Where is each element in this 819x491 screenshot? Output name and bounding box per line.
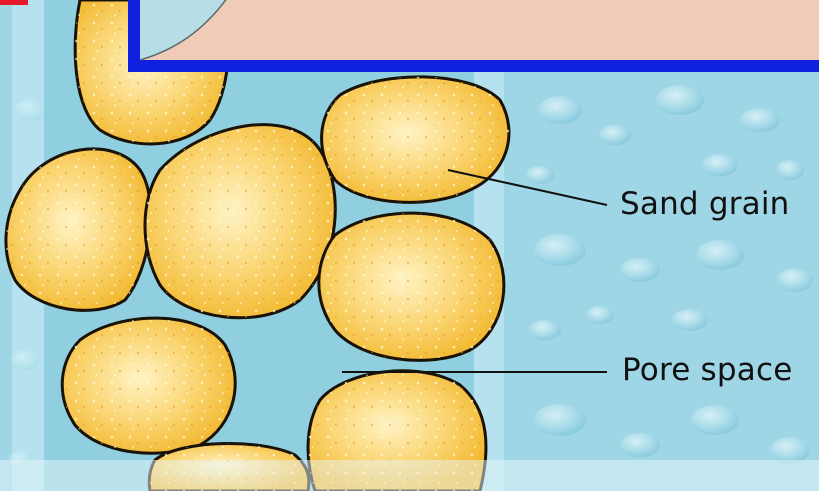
sand-grain <box>322 77 509 203</box>
pore-space-label: Pore space <box>622 352 793 388</box>
inset-panel <box>128 0 819 72</box>
sand-grain <box>319 213 504 360</box>
bottom-band <box>0 460 819 491</box>
corner-accent <box>0 0 28 5</box>
sand-grain-label: Sand grain <box>620 186 790 222</box>
sand-grain <box>62 318 235 453</box>
